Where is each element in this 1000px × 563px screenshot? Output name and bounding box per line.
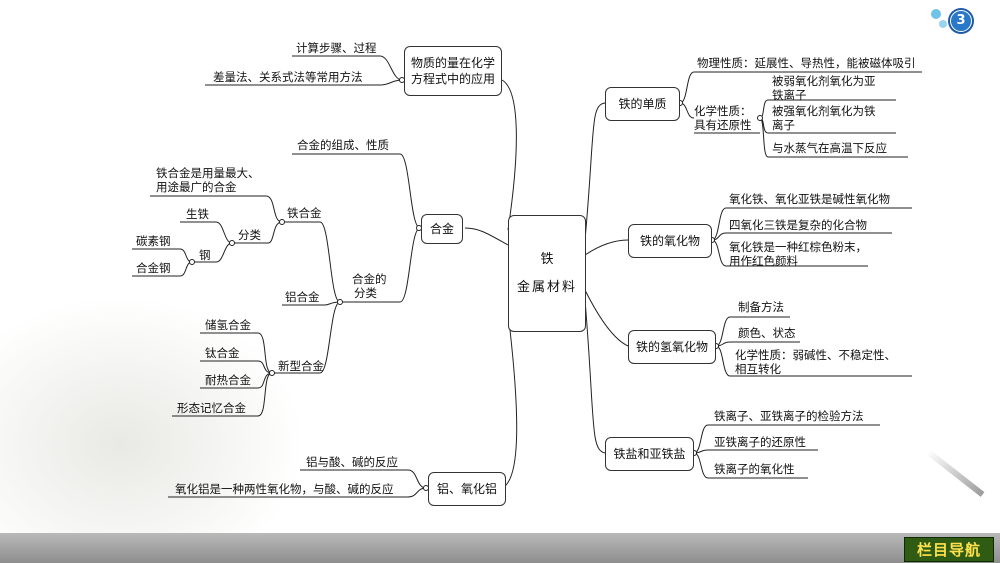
ferric-oxidizability-text: 铁离子的氧化性 — [714, 462, 795, 476]
chemical-line1: 化学性质： — [694, 104, 752, 118]
alloy-steel-text: 合金钢 — [136, 261, 171, 275]
center-title-line1: 铁 — [540, 251, 554, 267]
center-title-line2: 金属材料 — [516, 279, 577, 295]
common-methods-text: 差量法、关系式法等常用方法 — [213, 70, 363, 84]
steel-text: 钢 — [199, 248, 211, 262]
category-text: 分类 — [238, 228, 261, 242]
color-state-text: 颜色、状态 — [738, 326, 796, 340]
heat-resistant-alloy-text: 耐热合金 — [205, 373, 251, 387]
weak-oxidant-line1: 被弱氧化剂氧化为亚 — [772, 74, 876, 88]
chemical-properties-text: 化学性质： 具有还原性 — [694, 104, 752, 132]
iron-alloy-desc-line1: 铁合金是用量最大、 — [156, 166, 260, 180]
hydroxide-chemistry-text: 化学性质：弱碱性、不稳定性、 相互转化 — [735, 348, 896, 376]
chemical-line2: 具有还原性 — [694, 118, 752, 132]
iron-alloy-desc-line2: 用途最广的合金 — [156, 180, 237, 194]
iron-oxides-label: 铁的氧化物 — [639, 234, 700, 248]
weak-oxidant-text: 被弱氧化剂氧化为亚 铁离子 — [772, 74, 876, 102]
page-badge — [931, 8, 974, 34]
strong-oxidant-text: 被强氧化剂氧化为铁 离子 — [772, 104, 876, 132]
iron-salts-node: 铁盐和亚铁盐 — [605, 437, 694, 471]
aluminum-alloy-text: 铝合金 — [285, 290, 320, 304]
moles-label-line2: 方程式中的应用 — [410, 72, 495, 86]
basic-oxide-text: 氧化铁、氧化亚铁是碱性氧化物 — [729, 192, 890, 206]
pig-iron-text: 生铁 — [186, 207, 209, 221]
classify-line1: 合金的 — [352, 272, 387, 286]
fe3o4-text: 四氧化三铁是复杂的化合物 — [729, 218, 867, 232]
aluminum-oxide-node: 铝、氧化铝 — [428, 472, 506, 506]
preparation-text: 制备方法 — [738, 300, 784, 314]
hydroxide-chemistry-line1: 化学性质：弱碱性、不稳定性、 — [735, 348, 896, 362]
red-pigment-text: 氧化铁是一种红棕色粉末， 用作红色颜料 — [729, 240, 867, 268]
iron-element-node: 铁的单质 — [605, 87, 680, 121]
alloy-composition-text: 合金的组成、性质 — [297, 138, 389, 152]
iron-oxides-node: 铁的氧化物 — [628, 224, 712, 258]
alloy-classification-text: 合金的 分类 — [352, 272, 387, 300]
red-pigment-line2: 用作红色颜料 — [729, 254, 798, 268]
shape-memory-alloy-text: 形态记忆合金 — [177, 401, 246, 415]
strong-oxidant-line2: 离子 — [772, 118, 795, 132]
alloy-node: 合金 — [421, 214, 463, 244]
aluminum-oxide-label: 铝、氧化铝 — [436, 482, 497, 496]
classify-line2: 分类 — [354, 286, 377, 300]
mindmap-connectors — [132, 55, 922, 498]
iron-hydroxides-node: 铁的氢氧化物 — [628, 330, 716, 364]
new-alloy-text: 新型合金 — [278, 359, 324, 373]
calc-steps-text: 计算步骤、过程 — [296, 41, 377, 55]
alumina-amphoteric-text: 氧化铝是一种两性氧化物，与酸、碱的反应 — [175, 482, 394, 496]
footer-band — [0, 533, 1000, 563]
strong-oxidant-line1: 被强氧化剂氧化为铁 — [772, 104, 876, 118]
steam-reaction-text: 与水蒸气在高温下反应 — [772, 141, 887, 155]
moles-label-line1: 物质的量在化学 — [410, 56, 495, 70]
ion-test-text: 铁离子、亚铁离子的检验方法 — [714, 409, 864, 423]
center-node: 铁 金属材料 — [508, 215, 586, 332]
hydrogen-storage-alloy-text: 储氢合金 — [205, 318, 251, 332]
red-pigment-line1: 氧化铁是一种红棕色粉末， — [729, 240, 867, 254]
moles-application-node: 物质的量在化学 方程式中的应用 — [404, 46, 502, 96]
aluminum-reaction-text: 铝与酸、碱的反应 — [306, 455, 398, 469]
section-nav-button[interactable]: 栏目导航 — [904, 537, 994, 562]
iron-hydroxides-label: 铁的氢氧化物 — [635, 340, 708, 354]
page-number: 3 — [956, 12, 966, 28]
carbon-steel-text: 碳素钢 — [136, 234, 171, 248]
hydroxide-chemistry-line2: 相互转化 — [735, 362, 781, 376]
iron-element-label: 铁的单质 — [618, 97, 667, 111]
ferrous-reducibility-text: 亚铁离子的还原性 — [714, 435, 806, 449]
iron-alloy-text: 铁合金 — [287, 206, 322, 220]
physical-properties-text: 物理性质：延展性、导热性，能被磁体吸引 — [697, 56, 916, 70]
titanium-alloy-text: 钛合金 — [205, 346, 240, 360]
weak-oxidant-line2: 铁离子 — [772, 88, 807, 102]
alloy-label: 合金 — [429, 222, 454, 236]
iron-salts-label: 铁盐和亚铁盐 — [613, 447, 686, 461]
iron-alloy-desc-text: 铁合金是用量最大、 用途最广的合金 — [156, 166, 260, 194]
